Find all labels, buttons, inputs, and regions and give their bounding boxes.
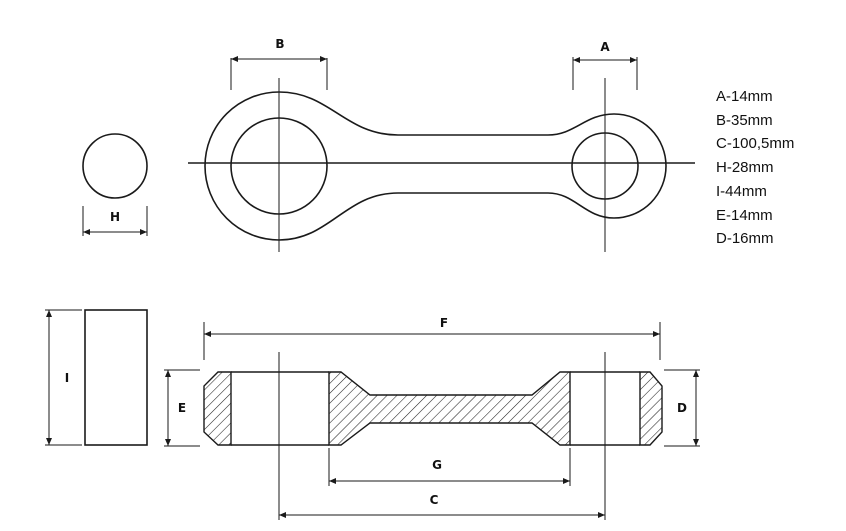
spec-item-d: D-16mm [716, 230, 774, 248]
spec-item-b: B-35mm [716, 111, 773, 129]
spec-item-h: H-28mm [716, 159, 774, 177]
beam-section [328, 371, 571, 446]
spec-list: A-14mm B-35mm C-100,5mm H-28mm I-44mm E-… [716, 85, 794, 251]
rod-outline [204, 91, 667, 241]
rod-side-view: F E D G C [164, 316, 700, 520]
pin-side-view: I [45, 309, 148, 446]
spec-item-i: I-44mm [716, 182, 767, 200]
label-a: A [600, 40, 610, 54]
spec-item-a: A-14mm [716, 88, 773, 105]
label-e: E [178, 401, 186, 415]
big-end-left-section [203, 371, 232, 446]
label-d: D [677, 401, 687, 415]
label-i: I [65, 371, 69, 385]
pin-circle [82, 133, 148, 199]
pin-top-view: H [82, 133, 148, 236]
label-g: G [432, 458, 442, 472]
pin-rect [84, 309, 148, 446]
spec-item-c: C-100,5mm [716, 135, 795, 153]
label-h: H [110, 210, 120, 224]
small-end-right-section [639, 371, 663, 446]
spec-item-e: E-14mm [716, 206, 773, 224]
label-f: F [440, 316, 448, 330]
label-c: C [430, 493, 439, 507]
rod-top-view: B A [188, 37, 695, 252]
label-b: B [275, 37, 284, 51]
